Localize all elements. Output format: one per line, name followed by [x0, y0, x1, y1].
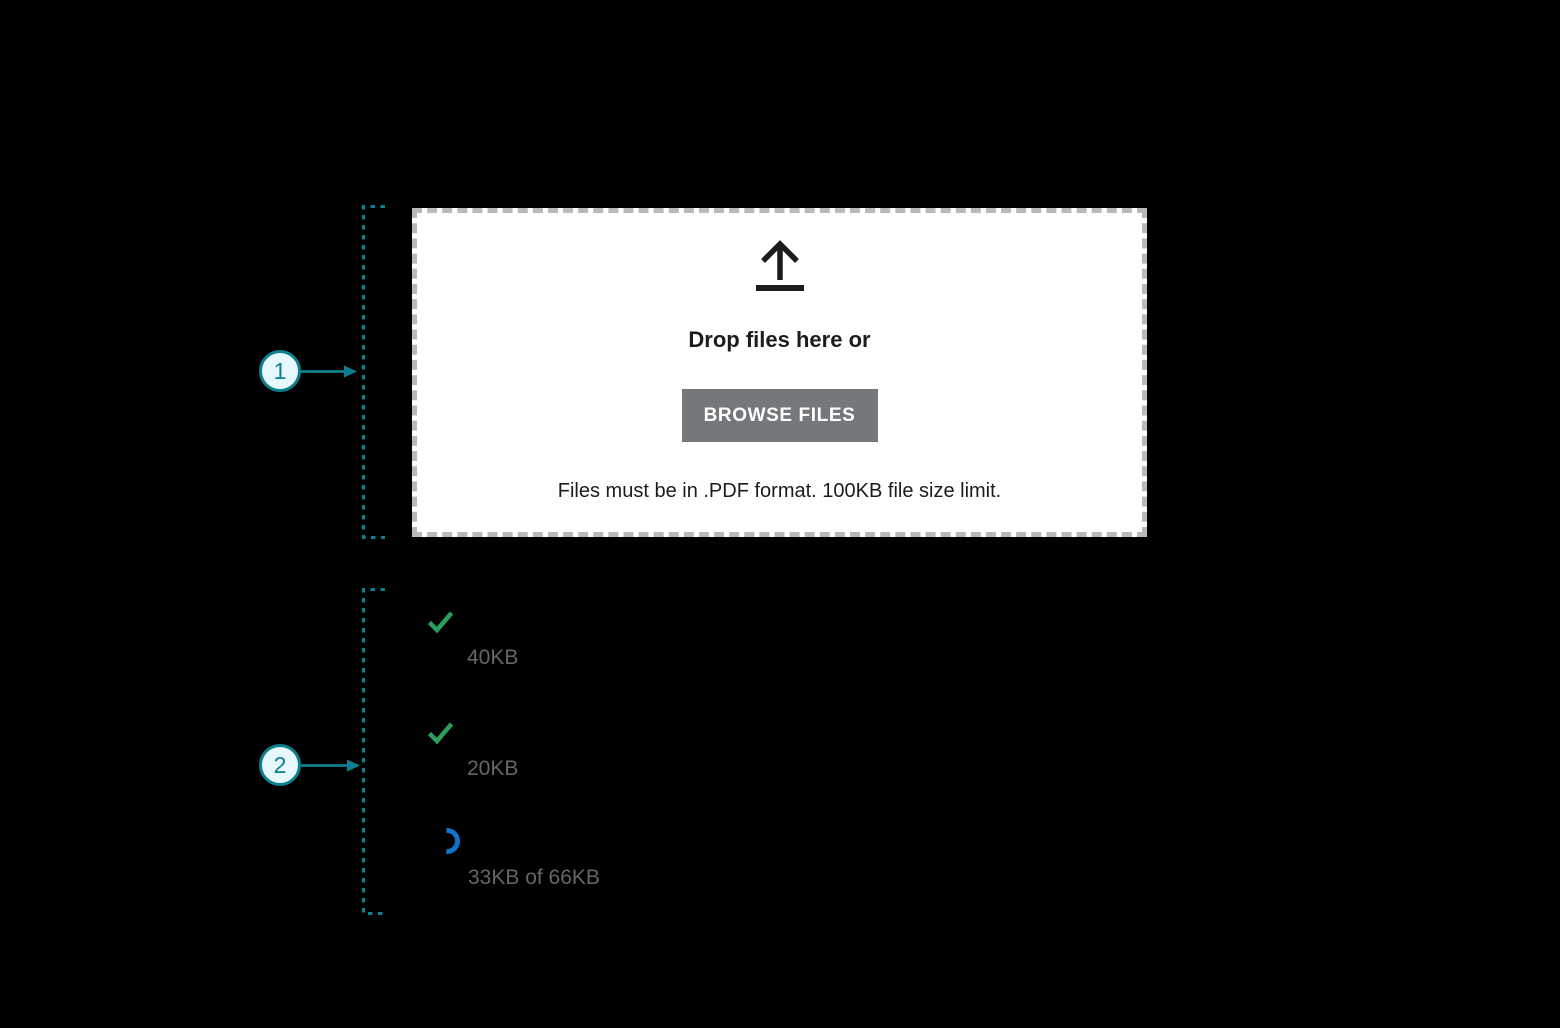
annotation-bracket-upload-list	[362, 588, 385, 915]
upload-list-item: 20KB	[427, 721, 647, 785]
annotation-bracket-dropzone	[362, 205, 385, 539]
callout-2-badge: 2	[259, 744, 301, 786]
file-size-label: 20KB	[467, 757, 519, 780]
upload-arrow-icon	[755, 240, 804, 291]
dropzone-helper-text: Files must be in .PDF format. 100KB file…	[557, 480, 1002, 502]
callout-1-number: 1	[273, 357, 287, 384]
callout-1-arrow-icon	[299, 365, 357, 378]
callout-2-number: 2	[273, 751, 287, 778]
dropzone-title: Drop files here or	[688, 327, 871, 352]
file-dropzone[interactable]: Drop files here or BROWSE FILES Files mu…	[412, 208, 1147, 537]
upload-list-item: 40KB	[427, 610, 647, 674]
file-progress-label: 33KB of 66KB	[468, 866, 600, 889]
upload-list-item: 33KB of 66KB	[427, 827, 647, 891]
callout-1-badge: 1	[259, 350, 301, 392]
check-icon	[427, 611, 454, 634]
check-icon	[427, 722, 454, 745]
browse-files-button[interactable]: BROWSE FILES	[681, 389, 878, 442]
callout-2-arrow-icon	[299, 759, 360, 772]
file-size-label: 40KB	[467, 646, 519, 669]
spinner-icon	[434, 828, 460, 854]
